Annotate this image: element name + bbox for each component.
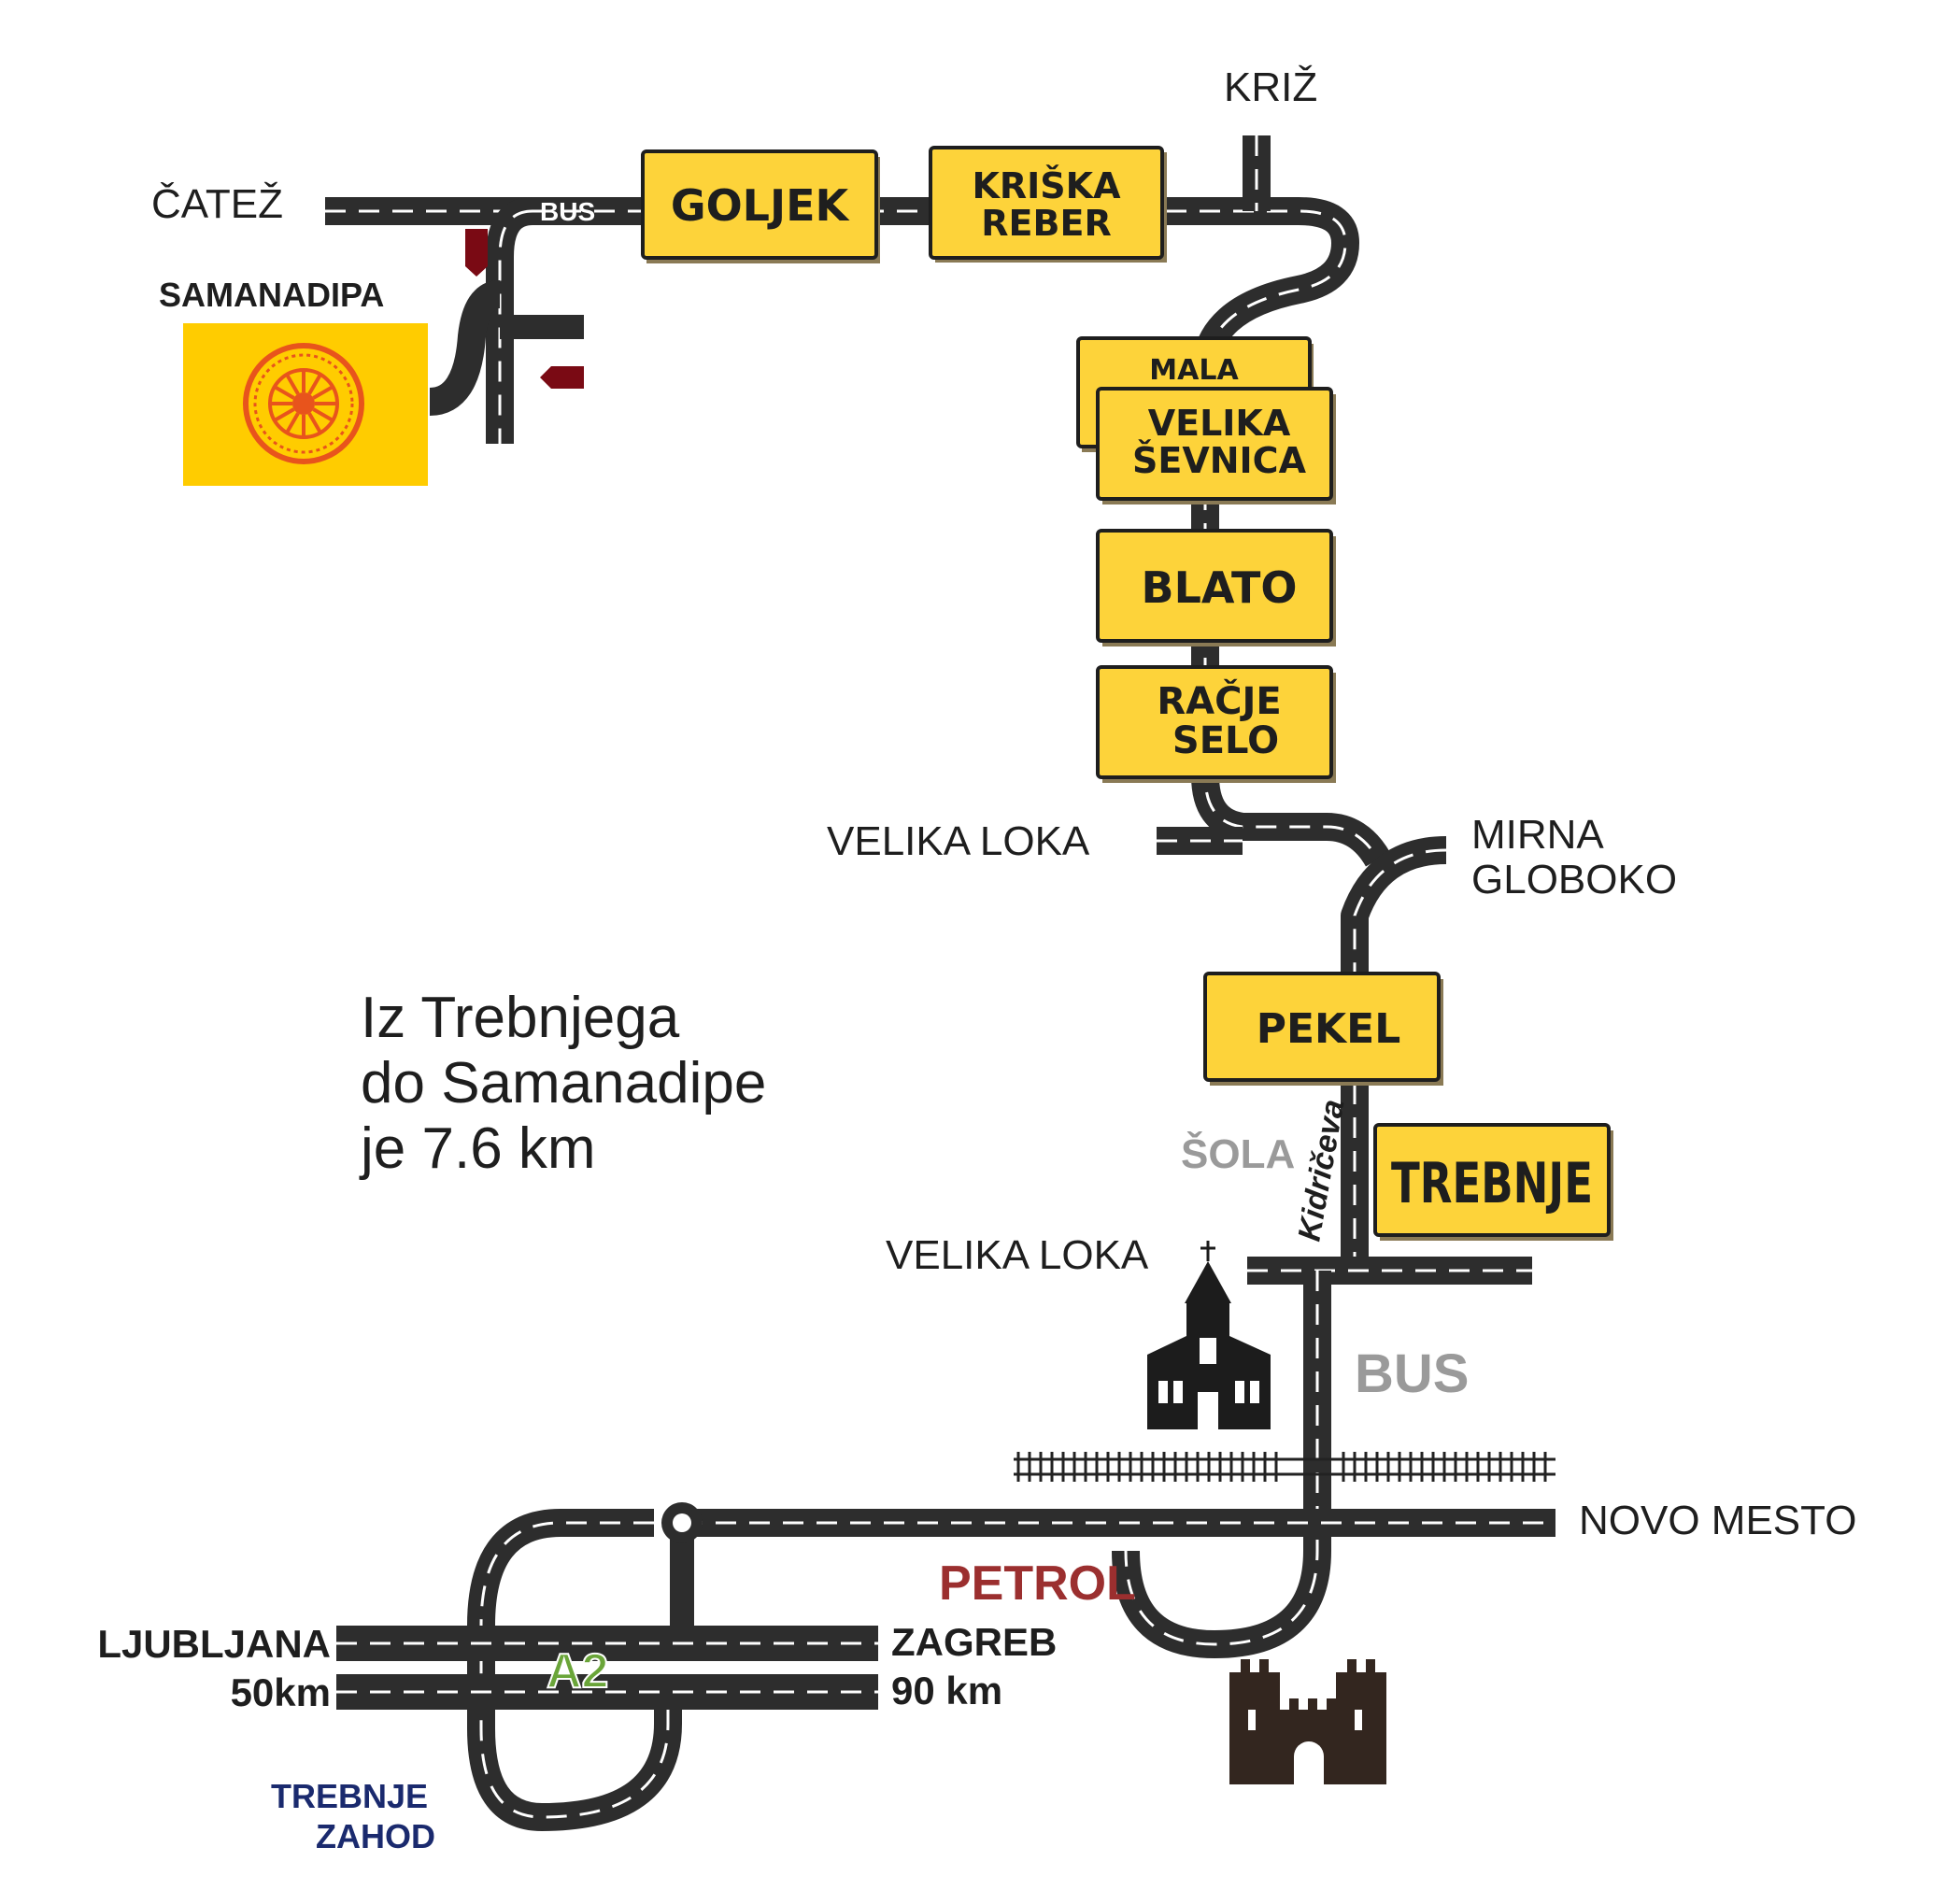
label-catez: ČATEŽ — [151, 180, 283, 227]
label-samanadipa: SAMANADIPA — [159, 276, 384, 314]
label-zagreb: ZAGREB — [891, 1620, 1057, 1664]
label-mirna: MIRNA — [1471, 812, 1604, 858]
svg-text:RAČJE: RAČJE — [1157, 678, 1281, 723]
label-bus-top: BUS — [540, 197, 595, 226]
svg-text:MALA: MALA — [1149, 354, 1239, 387]
label-zagreb-km: 90 km — [891, 1669, 1002, 1712]
sign-goljek: GOLJEK — [641, 149, 880, 263]
samanadipa-flag — [183, 323, 428, 486]
svg-text:REBER: REBER — [981, 203, 1111, 244]
a2-motorway — [336, 1626, 878, 1710]
svg-text:BLATO: BLATO — [1142, 562, 1298, 613]
sign-pekel: PEKEL — [1203, 972, 1443, 1086]
info-line-2: do Samanadipe — [361, 1051, 766, 1115]
arrow-left-icon — [540, 366, 584, 389]
roads — [325, 135, 1555, 1831]
label-velika-loka-1: VELIKA LOKA — [827, 818, 1090, 864]
svg-text:SELO: SELO — [1172, 719, 1279, 762]
svg-text:KRIŠKA: KRIŠKA — [972, 165, 1121, 206]
svg-text:VELIKA: VELIKA — [1148, 403, 1291, 444]
sign-trebnje: TREBNJE — [1373, 1123, 1613, 1241]
label-kriz: KRIŽ — [1224, 64, 1317, 110]
route-info: Iz Trebnjega do Samanadipe je 7.6 km — [359, 986, 766, 1181]
label-a2: A2 — [547, 1644, 608, 1698]
label-bus-mid: BUS — [1355, 1343, 1469, 1404]
road-samanadipa-access — [428, 280, 502, 416]
label-trebnje-zahod-2: ZAHOD — [316, 1817, 435, 1855]
sign-racje-selo: RAČJE SELO — [1096, 665, 1336, 783]
label-novo-mesto: NOVO MESTO — [1579, 1498, 1856, 1543]
railway — [1014, 1452, 1555, 1482]
road-mirna — [1341, 836, 1447, 976]
church-icon — [1147, 1241, 1271, 1429]
label-petrol: PETROL — [939, 1556, 1136, 1611]
label-sola: ŠOLA — [1181, 1130, 1295, 1177]
sign-velika-sevnica: VELIKA ŠEVNICA — [1096, 387, 1336, 504]
dharma-wheel-icon — [243, 343, 364, 464]
label-trebnje-zahod-1: TREBNJE — [271, 1777, 428, 1815]
info-line-1: Iz Trebnjega — [361, 986, 680, 1050]
arrow-down-icon — [465, 229, 488, 277]
label-ljubljana: LJUBLJANA — [97, 1622, 331, 1666]
castle-icon — [1229, 1659, 1386, 1784]
sign-blato: BLATO — [1096, 529, 1336, 647]
label-velika-loka-2: VELIKA LOKA — [886, 1232, 1149, 1278]
label-globoko: GLOBOKO — [1471, 857, 1677, 902]
svg-text:GOLJEK: GOLJEK — [671, 180, 851, 231]
svg-text:TREBNJE: TREBNJE — [1391, 1151, 1593, 1216]
svg-text:PEKEL: PEKEL — [1257, 1005, 1401, 1053]
label-ljubljana-km: 50km — [231, 1670, 331, 1714]
info-line-3: je 7.6 km — [359, 1116, 596, 1181]
svg-text:ŠEVNICA: ŠEVNICA — [1132, 440, 1307, 481]
sign-kriska-reber: KRIŠKA REBER — [929, 146, 1167, 263]
